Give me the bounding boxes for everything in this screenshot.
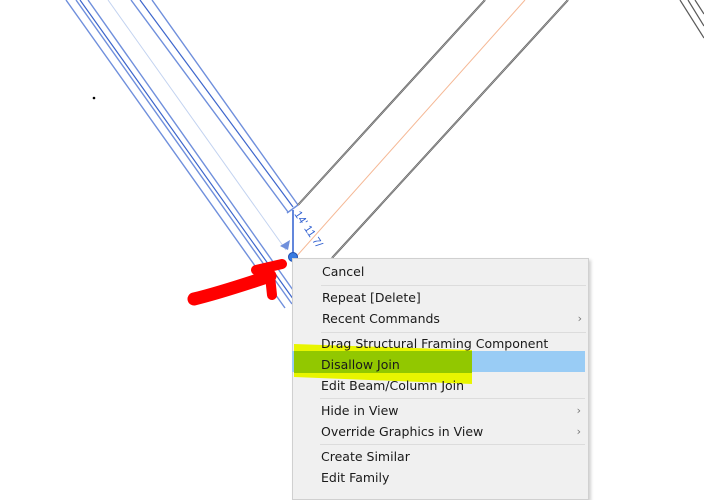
- highlighter-marks: [294, 344, 472, 384]
- drawing-canvas[interactable]: 14' 11 7/: [0, 0, 704, 485]
- menu-separator: [321, 285, 586, 286]
- chevron-right-icon: ›: [577, 312, 582, 325]
- point-marker: [92, 96, 96, 100]
- selected-beam[interactable]: [65, 0, 301, 309]
- menu-item-label: Cancel: [322, 264, 365, 279]
- red-arrow-annotation: [187, 259, 287, 306]
- flip-arrow-icon: [280, 240, 290, 250]
- menu-item-recent-commands[interactable]: Recent Commands ›: [293, 308, 588, 329]
- dimension[interactable]: 14' 11 7/: [280, 209, 325, 262]
- menu-item-label: Repeat [Delete]: [322, 290, 421, 305]
- far-right-beam[interactable]: [679, 0, 704, 39]
- menu-item-cancel[interactable]: Cancel: [293, 261, 588, 282]
- menu-item-label: Recent Commands: [322, 311, 440, 326]
- unselected-beam[interactable]: [294, 0, 569, 259]
- menu-item-repeat-delete[interactable]: Repeat [Delete]: [293, 287, 588, 308]
- menu-separator: [321, 332, 586, 333]
